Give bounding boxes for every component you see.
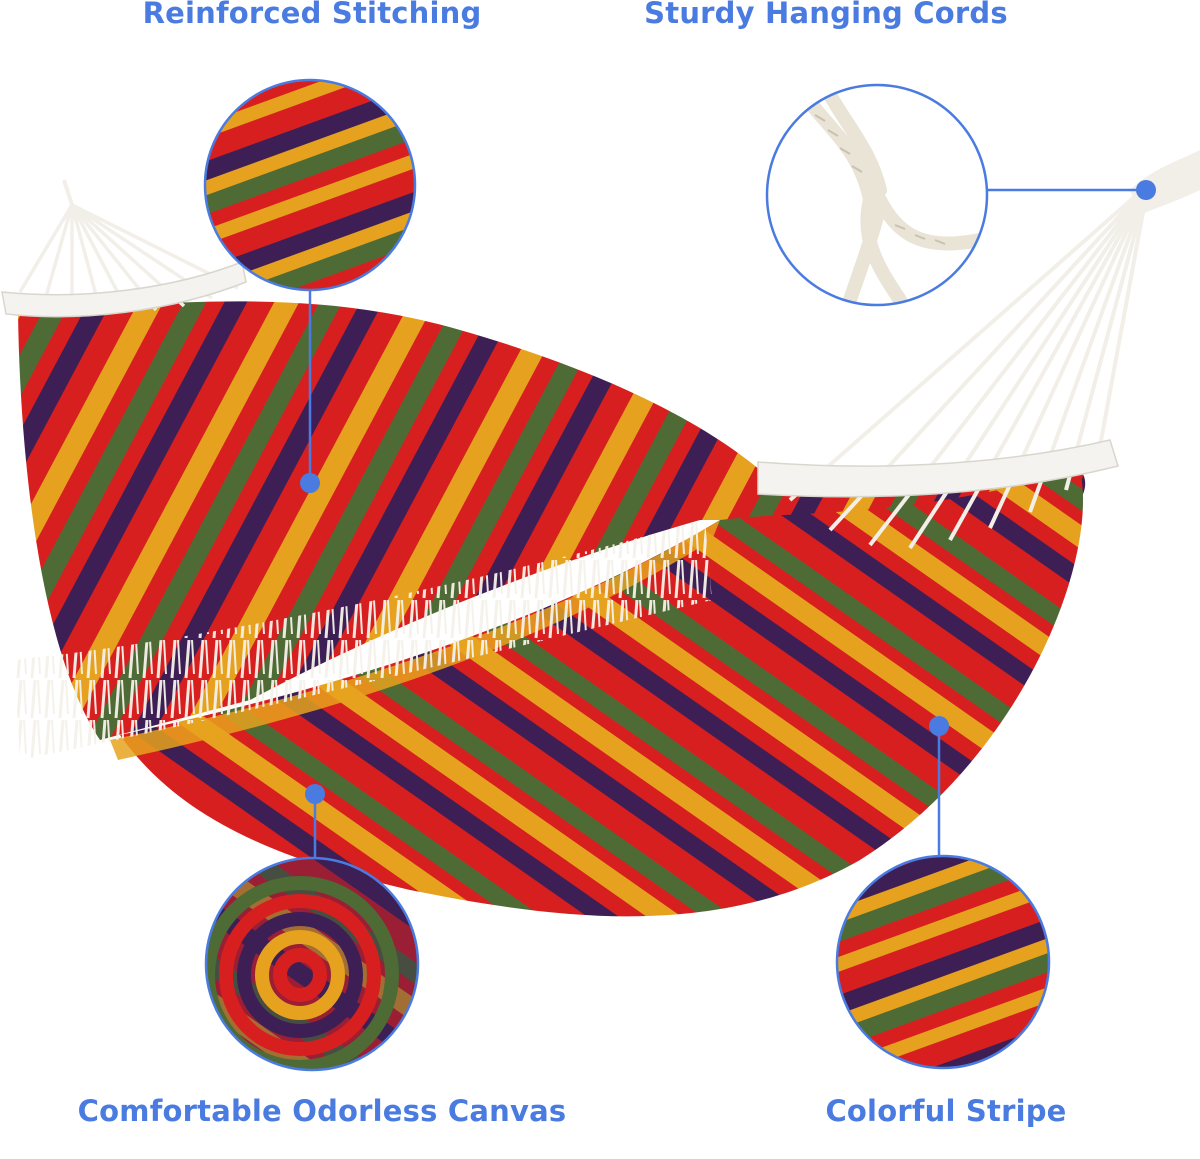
rolled-fabric-icon — [204, 856, 420, 1072]
stitching-dot — [300, 473, 320, 493]
connectors — [300, 180, 1156, 858]
colorful-stripe-label: Colorful Stripe — [825, 1094, 1067, 1128]
reinforced-stitching-label: Reinforced Stitching — [142, 0, 482, 30]
sturdy-hanging-cords-label: Sturdy Hanging Cords — [644, 0, 1008, 30]
hammock-fringe — [14, 520, 712, 760]
left-spreader — [1, 179, 247, 318]
stripe-closeup-icon — [835, 854, 1051, 1070]
comfortable-odorless-canvas-label: Comfortable Odorless Canvas — [77, 1094, 567, 1128]
cords-dot — [1136, 180, 1156, 200]
hammock-outer-surface — [120, 470, 1084, 917]
stripe-dot — [929, 716, 949, 736]
rope-knot-icon — [765, 83, 989, 307]
right-spreader — [757, 150, 1200, 550]
hammock-body — [14, 301, 1086, 917]
fabric-closeup-icon — [203, 78, 417, 292]
hammock-edge-band — [110, 520, 720, 760]
canvas-dot — [305, 784, 325, 804]
